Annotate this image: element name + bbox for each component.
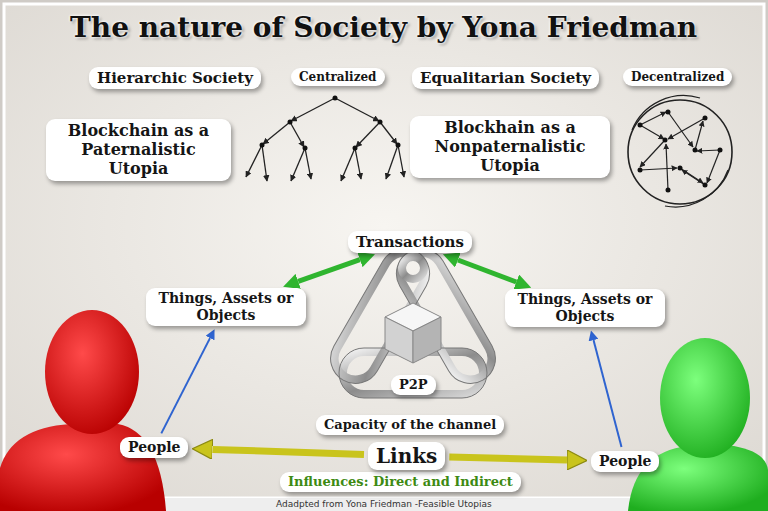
heading-label-text: Hierarchic Society (97, 69, 253, 87)
channel-label: Capacity of the channel (316, 415, 504, 435)
connector-arrow (458, 260, 516, 282)
channel-label-text: P2P (399, 377, 428, 393)
red-person (0, 310, 166, 511)
connector-arrow (594, 340, 622, 447)
heading-label-text: Equalitarian Society (420, 69, 591, 87)
heading-label: Equalitarian Society (412, 67, 599, 89)
utopia-label-text: Blockchain as a Paternalistic Utopia (54, 121, 223, 179)
connector-arrow (449, 457, 567, 460)
tag-label: Centralized (291, 68, 385, 86)
connector-arrow (298, 260, 360, 282)
connector-arrow (161, 338, 210, 433)
tree-dots (260, 96, 401, 151)
caption: Adadpted from Yona Friedman -Feasible Ut… (276, 499, 492, 509)
utopia-label: Blockhain as a Nonpaternalistic Utopia (410, 116, 610, 178)
transactions-box: Transactions (348, 231, 472, 253)
connector-arrow (212, 449, 364, 454)
title: The nature of Society by Yona Friedman (70, 11, 697, 44)
links-box-text: Links (376, 444, 437, 468)
asset-box: Things, Assets or Objects (146, 288, 306, 326)
utopia-label-text: Blockhain as a Nonpaternalistic Utopia (418, 118, 602, 176)
network (628, 96, 732, 207)
asset-box-text: Things, Assets or Objects (513, 291, 657, 325)
transactions-box-text: Transactions (356, 233, 464, 251)
cube (385, 303, 441, 363)
channel-label: P2P (391, 375, 436, 395)
people-box-text: People (128, 439, 180, 456)
channel-label-text: Capacity of the channel (324, 417, 496, 433)
people-box-text: People (599, 453, 651, 470)
people-box: People (591, 451, 659, 472)
influence-label-text: Influences: Direct and Indirect (288, 474, 513, 490)
panel (4, 4, 764, 498)
tag-label-text: Decentralized (631, 70, 724, 84)
people-box: People (120, 437, 188, 458)
tag-label: Decentralized (623, 68, 732, 86)
asset-box: Things, Assets or Objects (505, 289, 665, 327)
heading-label: Hierarchic Society (89, 67, 261, 89)
tag-label-text: Centralized (299, 70, 377, 84)
utopia-label: Blockchain as a Paternalistic Utopia (46, 119, 231, 181)
hierarchy-tree (246, 98, 404, 181)
asset-box-text: Things, Assets or Objects (154, 290, 298, 324)
green-person (628, 338, 768, 511)
influence-label: Influences: Direct and Indirect (280, 472, 521, 492)
links-box: Links (368, 442, 445, 470)
